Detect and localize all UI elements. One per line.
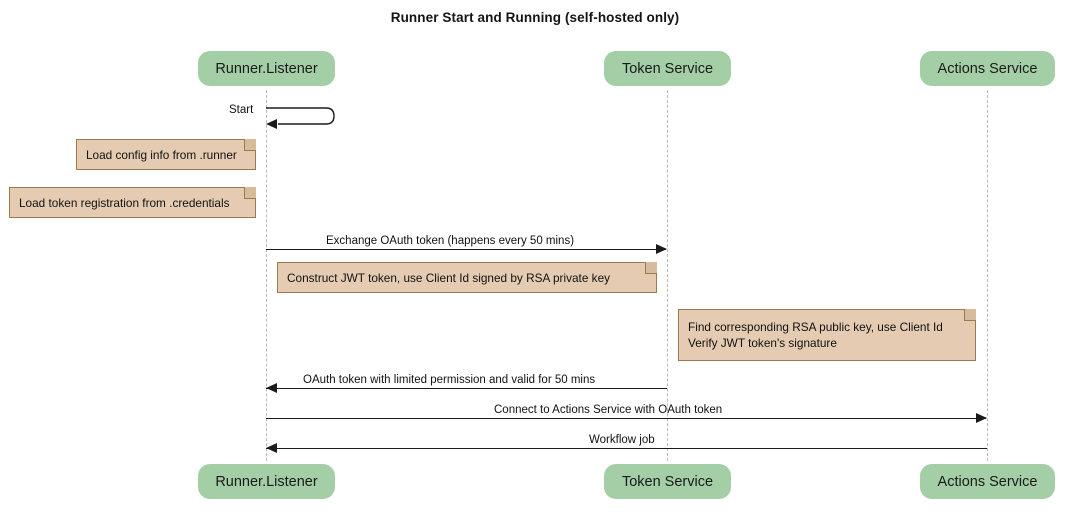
note-text: Load token registration from .credential… — [19, 195, 230, 210]
note-verify-jwt-signature: Find corresponding RSA public key, use C… — [678, 309, 976, 361]
participant-label: Actions Service — [937, 60, 1038, 77]
participant-label: Actions Service — [937, 473, 1038, 490]
message-line-connect-actions-service — [266, 418, 986, 419]
message-label-start: Start — [229, 104, 254, 116]
lifeline-actions-service — [987, 90, 988, 461]
participant-label: Token Service — [621, 60, 714, 77]
self-message-start — [266, 107, 335, 125]
arrow-head-workflow-job — [266, 442, 277, 453]
participant-token-service-top[interactable]: Token Service — [604, 51, 731, 86]
message-line-exchange-oauth-token — [266, 249, 666, 250]
message-label-connect-actions-service: Connect to Actions Service with OAuth to… — [494, 404, 723, 416]
participant-runner-listener-top[interactable]: Runner.Listener — [198, 51, 335, 86]
message-label-workflow-job: Workflow job — [589, 434, 655, 446]
note-load-token-registration: Load token registration from .credential… — [9, 187, 256, 218]
lifeline-runner-listener — [266, 90, 267, 461]
note-construct-jwt-token: Construct JWT token, use Client Id signe… — [277, 262, 657, 293]
note-fold-corner — [244, 187, 256, 199]
participant-label: Runner.Listener — [215, 60, 318, 77]
note-load-config-info: Load config info from .runner — [76, 139, 256, 170]
message-label-exchange-oauth-token: Exchange OAuth token (happens every 50 m… — [326, 235, 575, 247]
participant-label: Token Service — [621, 473, 714, 490]
note-fold-corner — [244, 139, 256, 151]
arrow-head-exchange-oauth-token — [656, 243, 667, 254]
arrow-head-start — [266, 118, 277, 129]
participant-token-service-bottom[interactable]: Token Service — [604, 464, 731, 499]
message-label-oauth-token-limited: OAuth token with limited permission and … — [303, 374, 596, 386]
note-text: Construct JWT token, use Client Id signe… — [287, 270, 611, 285]
note-text: Find corresponding RSA public key, use C… — [688, 320, 943, 350]
participant-runner-listener-bottom[interactable]: Runner.Listener — [198, 464, 335, 499]
participant-actions-service-top[interactable]: Actions Service — [920, 51, 1055, 86]
message-line-oauth-token-limited — [266, 388, 667, 389]
message-line-workflow-job — [266, 448, 987, 449]
participant-label: Runner.Listener — [215, 473, 318, 490]
arrow-head-connect-actions-service — [976, 412, 987, 423]
diagram-title: Runner Start and Running (self-hosted on… — [390, 10, 680, 25]
lifeline-token-service — [667, 90, 668, 461]
arrow-head-oauth-token-limited — [266, 382, 277, 393]
note-fold-corner — [964, 309, 976, 321]
note-fold-corner — [645, 262, 657, 274]
note-text: Load config info from .runner — [86, 147, 237, 162]
participant-actions-service-bottom[interactable]: Actions Service — [920, 464, 1055, 499]
